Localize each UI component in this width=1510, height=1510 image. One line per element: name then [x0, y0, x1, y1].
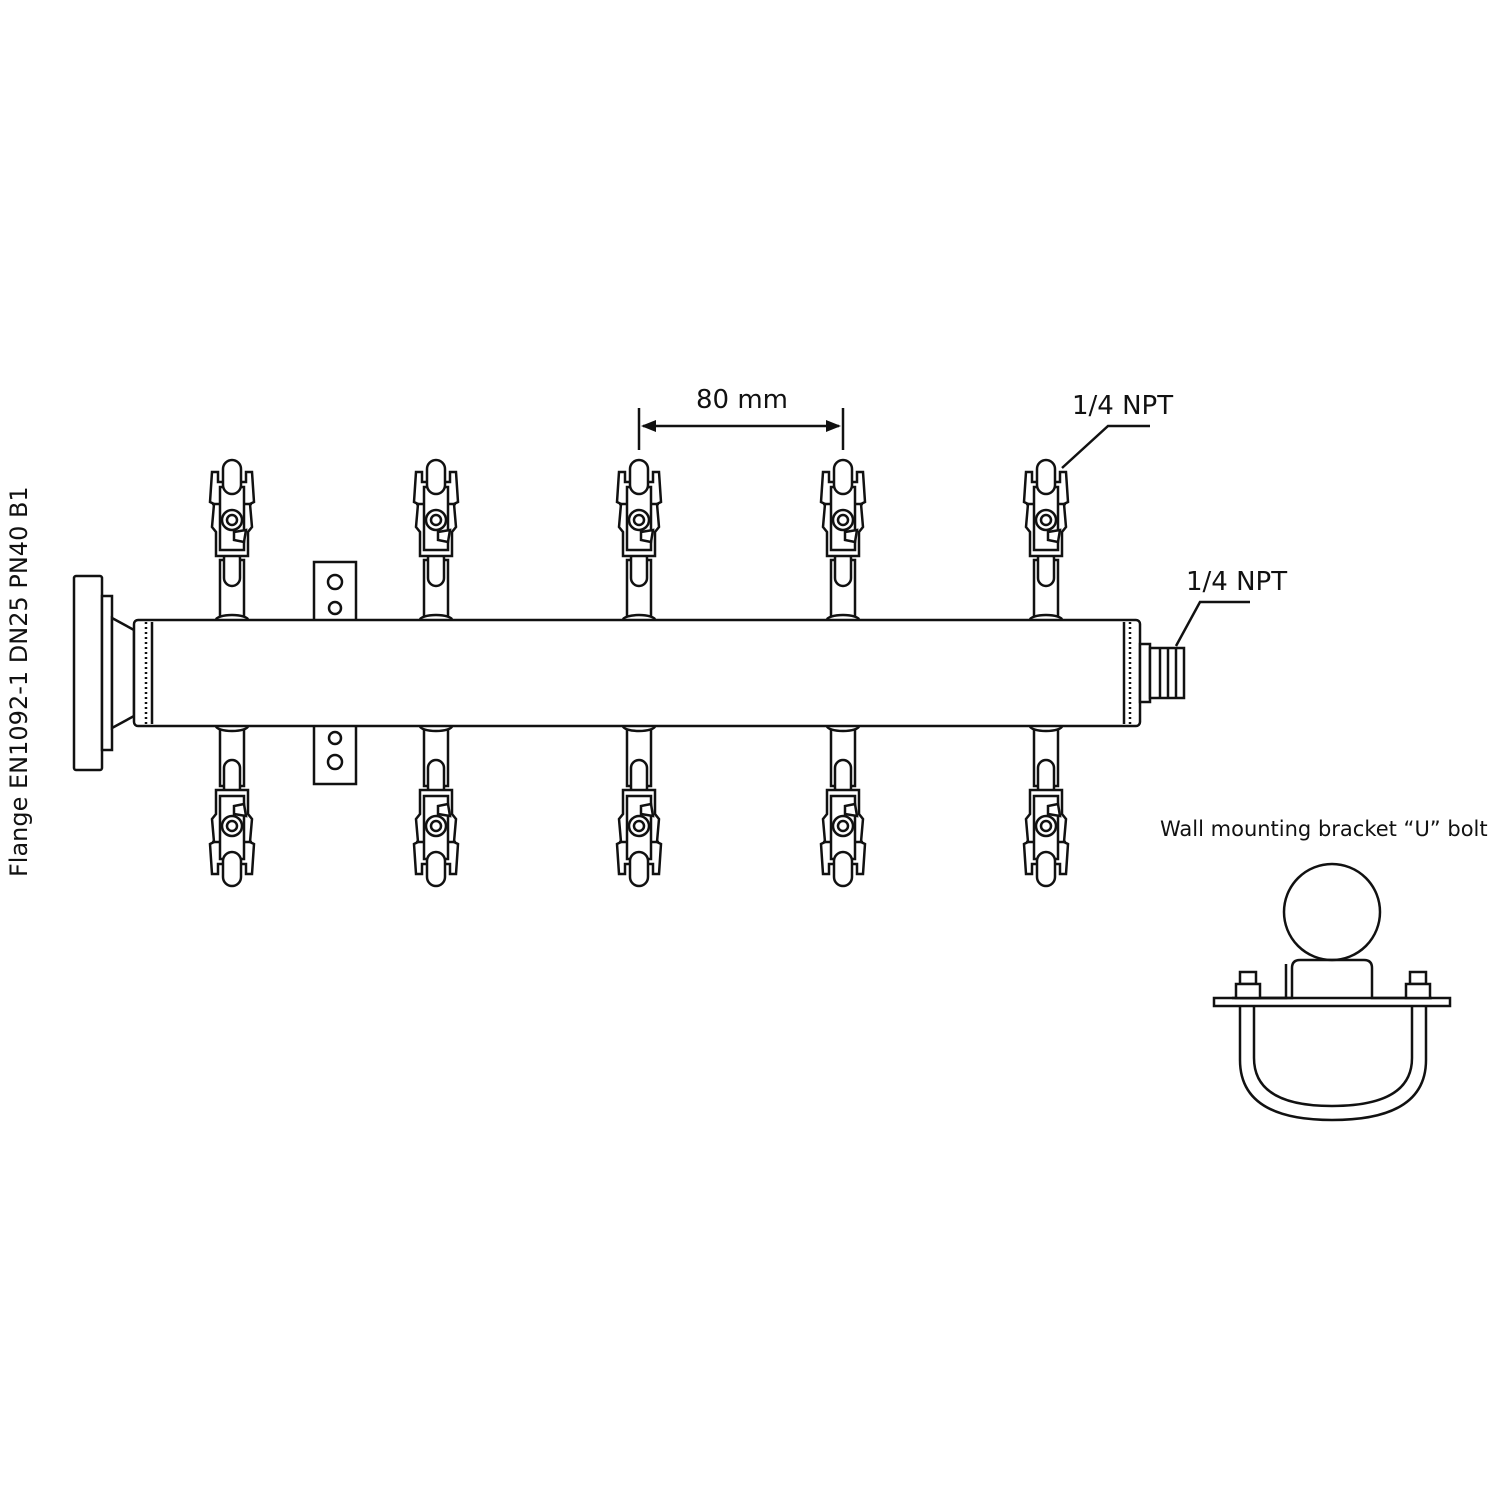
bottom-valve-4 [819, 719, 867, 888]
top-outlet-callout: 1/4 NPT [1061, 391, 1173, 469]
flange [72, 574, 136, 772]
top-valve-3 [615, 458, 663, 627]
end-fitting [1138, 642, 1186, 704]
top-valve-2 [412, 458, 460, 627]
top-valve-4 [819, 458, 867, 627]
top-valve-5 [1022, 458, 1070, 627]
bottom-valve-3 [615, 719, 663, 888]
end-outlet-label: 1/4 NPT [1186, 567, 1287, 597]
bottom-valve-2 [412, 719, 460, 888]
flange-label: Flange EN1092-1 DN25 PN40 B1 [5, 486, 33, 877]
spacing-dimension: 80 mm [637, 385, 845, 450]
bottom-valve-5 [1022, 719, 1070, 888]
bottom-valve-1 [208, 719, 256, 888]
u-bolt-bracket: Wall mounting bracket “U” bolt [1160, 817, 1488, 1122]
header-pipe [132, 618, 1142, 728]
top-outlet-label: 1/4 NPT [1072, 391, 1173, 421]
pipe-section [1282, 862, 1382, 962]
spacing-label: 80 mm [696, 385, 788, 415]
top-valve-1 [208, 458, 256, 627]
mounting-plate [312, 560, 358, 786]
bracket-label: Wall mounting bracket “U” bolt [1160, 817, 1488, 841]
end-outlet-callout: 1/4 NPT [1174, 567, 1287, 647]
